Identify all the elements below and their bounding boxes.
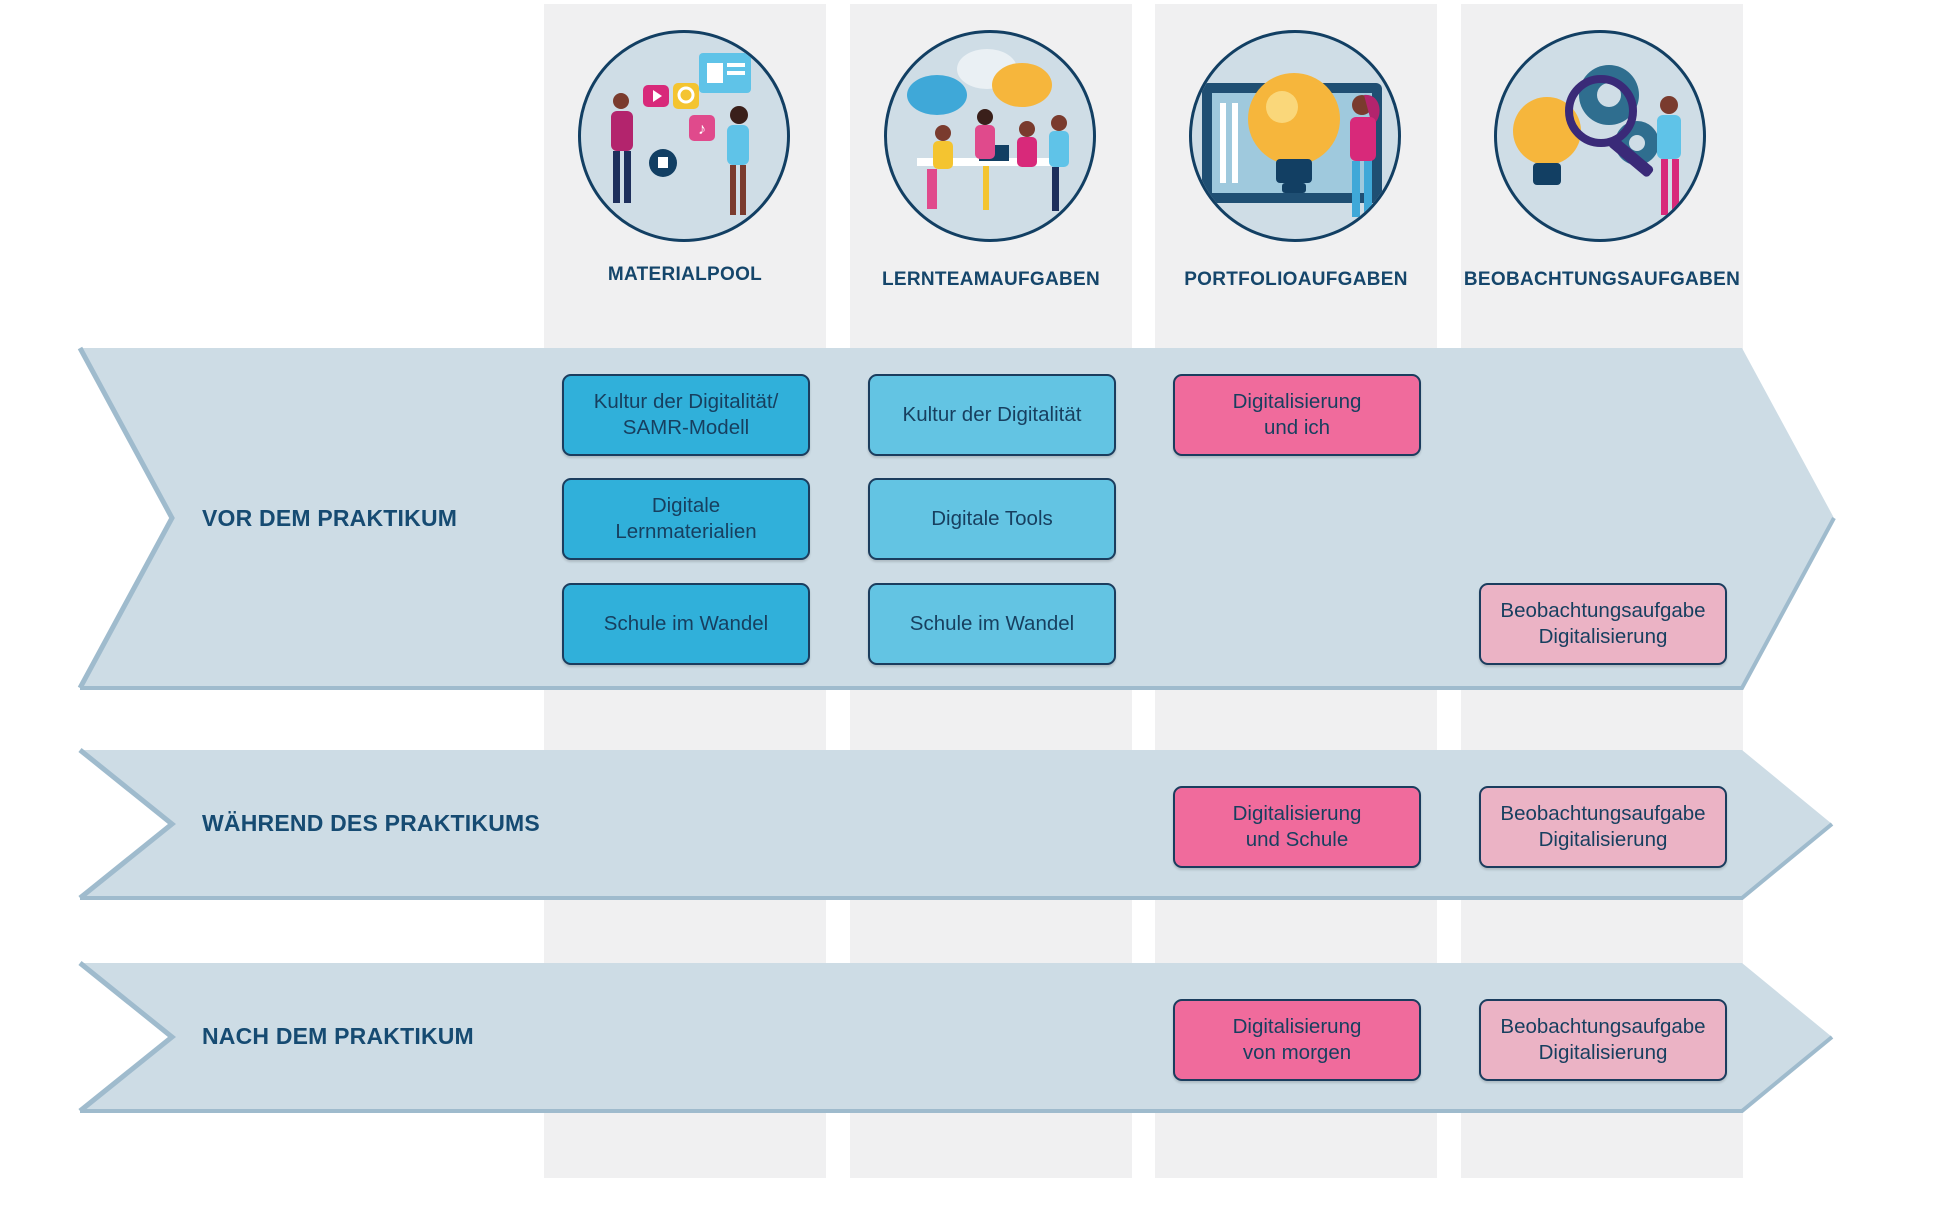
column-title-portfolioaufgaben: PORTFOLIOAUFGABEN bbox=[1184, 269, 1408, 290]
column-title-lernteamaufgaben: LERNTEAMAUFGABEN bbox=[881, 269, 1100, 290]
task-box-digitale-lernmaterialien[interactable]: Digitale Lernmaterialien bbox=[562, 478, 810, 560]
svg-text:♪: ♪ bbox=[698, 121, 706, 138]
task-box-digitalisierung-und-ich[interactable]: Digitalisierung und ich bbox=[1173, 374, 1421, 456]
column-title-beobachtungsaufgaben: BEOBACHTUNGSAUFGABEN bbox=[1463, 269, 1741, 290]
social-media-people-icon: ♪ bbox=[578, 30, 790, 242]
lightbulb-idea-icon bbox=[1189, 30, 1401, 242]
task-box-schule-im-wandel-lernteam[interactable]: Schule im Wandel bbox=[868, 583, 1116, 665]
row-label-nach-dem-praktikum: NACH DEM PRAKTIKUM bbox=[202, 1023, 474, 1049]
task-box-beobachtungsaufgabe-nach[interactable]: Beobachtungsaufgabe Digitalisierung bbox=[1479, 999, 1727, 1081]
row-label-waehrend-des-praktikums: WÄHREND DES PRAKTIKUMS bbox=[202, 810, 540, 836]
task-box-beobachtungsaufgabe-waehrend[interactable]: Beobachtungsaufgabe Digitalisierung bbox=[1479, 786, 1727, 868]
task-box-digitalisierung-und-schule[interactable]: Digitalisierung und Schule bbox=[1173, 786, 1421, 868]
task-box-kultur-der-digitalitaet[interactable]: Kultur der Digitalität bbox=[868, 374, 1116, 456]
task-box-schule-im-wandel-material[interactable]: Schule im Wandel bbox=[562, 583, 810, 665]
column-title-materialpool: MATERIALPOOL bbox=[607, 264, 763, 285]
task-box-beobachtungsaufgabe-vor[interactable]: Beobachtungsaufgabe Digitalisierung bbox=[1479, 583, 1727, 665]
task-box-digitale-tools[interactable]: Digitale Tools bbox=[868, 478, 1116, 560]
row-label-vor-dem-praktikum: VOR DEM PRAKTIKUM bbox=[202, 505, 458, 531]
task-box-kultur-der-digitalitaet-samr[interactable]: Kultur der Digitalität/ SAMR-Modell bbox=[562, 374, 810, 456]
team-discussion-icon bbox=[884, 30, 1096, 242]
magnifier-gears-icon bbox=[1494, 30, 1706, 242]
task-box-digitalisierung-von-morgen[interactable]: Digitalisierung von morgen bbox=[1173, 999, 1421, 1081]
